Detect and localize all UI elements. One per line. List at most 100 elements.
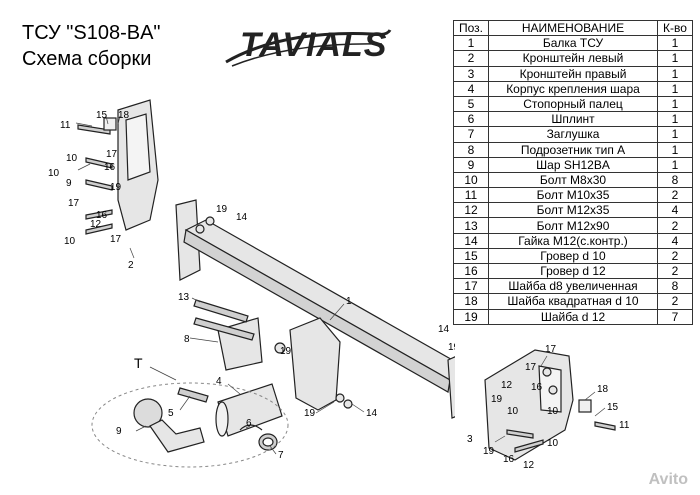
- cell-name: Шар SH12BA: [488, 156, 658, 173]
- cell-pos: 6: [453, 111, 489, 128]
- t-group-outline: [91, 382, 289, 468]
- callout-19-e: 19: [448, 342, 455, 353]
- callout-19-r1: 19: [491, 394, 503, 405]
- cell-pos: 18: [453, 293, 489, 310]
- callout-5: 5: [168, 408, 174, 419]
- cell-qty: 1: [657, 35, 693, 52]
- callout-12-a: 12: [90, 219, 102, 230]
- callout-16-r2: 16: [503, 454, 515, 465]
- callout-19-a: 19: [110, 182, 122, 193]
- callout-17-b: 17: [68, 198, 80, 209]
- cell-name: Кронштейн правый: [488, 65, 658, 82]
- cell-qty: 2: [657, 247, 693, 265]
- cell-name: Шайба квадратная d 10: [488, 293, 658, 310]
- callout-18-left: 18: [118, 110, 130, 121]
- cell-pos: 14: [453, 232, 489, 249]
- cell-qty: 1: [657, 141, 693, 158]
- watermark: Avito: [648, 471, 688, 488]
- cell-qty: 2: [657, 262, 693, 280]
- cell-name: Болт М12х35: [488, 202, 658, 219]
- assembly-drawing: 11 15 18 10 17 10 16 9 19 17 16 12 10 17…: [48, 99, 455, 468]
- cell-pos: 8: [453, 141, 489, 158]
- cell-name: Болт М8х30: [488, 171, 658, 189]
- title-block: ТСУ "S108-BA" Схема сборки: [22, 20, 161, 72]
- ball-neck-shape: [149, 419, 205, 453]
- cell-pos: 15: [453, 247, 489, 265]
- cell-qty: 4: [657, 232, 693, 249]
- cell-pos: 11: [453, 187, 489, 204]
- cell-pos: 4: [453, 80, 489, 97]
- cell-pos: 13: [453, 217, 489, 234]
- callout-17-c: 17: [110, 234, 122, 245]
- callout-10-r3: 10: [547, 438, 559, 449]
- cell-qty: 1: [657, 95, 693, 113]
- callout-7: 7: [278, 450, 284, 461]
- cell-pos: 16: [453, 262, 489, 280]
- callout-9-b: 9: [116, 426, 122, 437]
- table-header-row: Поз. НАИМЕНОВАНИЕ К-во: [453, 19, 693, 37]
- callout-t: T: [134, 355, 143, 371]
- callout-16-r1: 16: [531, 382, 543, 393]
- callout-19-b: 19: [216, 204, 228, 215]
- callout-12-r2: 12: [523, 460, 535, 471]
- header-name: НАИМЕНОВАНИЕ: [488, 19, 658, 37]
- cell-name: Гровер d 12: [488, 262, 658, 280]
- callout-15-left: 15: [96, 110, 108, 121]
- callout-10-r2: 10: [547, 406, 559, 417]
- callout-17-r2: 17: [525, 362, 537, 373]
- logo-text: TAVIALS: [240, 26, 388, 64]
- callout-16-a: 16: [104, 162, 116, 173]
- cell-name: Болт М12х90: [488, 217, 658, 234]
- cell-pos: 2: [453, 50, 489, 67]
- cell-qty: 2: [657, 187, 693, 204]
- cell-qty: 8: [657, 171, 693, 189]
- cell-name: Гровер d 10: [488, 247, 658, 265]
- callout-11-r: 11: [619, 420, 630, 431]
- callout-17-r1: 17: [545, 344, 557, 355]
- cell-name: Болт М10х35: [488, 187, 658, 204]
- callout-14-b: 14: [366, 408, 378, 419]
- callout-1: 1: [346, 296, 352, 307]
- cell-pos: 12: [453, 202, 489, 219]
- callout-3: 3: [467, 434, 473, 445]
- cell-pos: 7: [453, 126, 489, 143]
- callout-8: 8: [184, 334, 190, 345]
- cell-name: Гайка М12(с.контр.): [488, 232, 658, 249]
- cell-name: Шплинт: [488, 111, 658, 128]
- cell-name: Подрозетник тип А: [488, 141, 658, 158]
- document-title: ТСУ "S108-BA": [22, 22, 161, 44]
- center-bracket-shape: [289, 317, 341, 411]
- brand-logo: TAVIALS: [222, 22, 392, 68]
- callout-9-a: 9: [66, 178, 72, 189]
- callout-10-r1: 10: [507, 406, 519, 417]
- callout-16-b: 16: [96, 210, 108, 221]
- cell-qty: 8: [657, 278, 693, 295]
- cell-qty: 1: [657, 156, 693, 173]
- cell-qty: 2: [657, 293, 693, 310]
- callout-19-r2: 19: [483, 446, 495, 457]
- callout-15-r: 15: [607, 402, 619, 413]
- cell-name: Шайба d8 увеличенная: [488, 278, 658, 295]
- cell-qty: 1: [657, 126, 693, 143]
- callout-18-r: 18: [597, 384, 609, 395]
- cell-qty: 4: [657, 202, 693, 219]
- cell-name: Корпус крепления шара: [488, 80, 658, 97]
- callout-10-b: 10: [48, 168, 60, 179]
- cell-qty: 2: [657, 217, 693, 234]
- cell-pos: 1: [453, 35, 489, 52]
